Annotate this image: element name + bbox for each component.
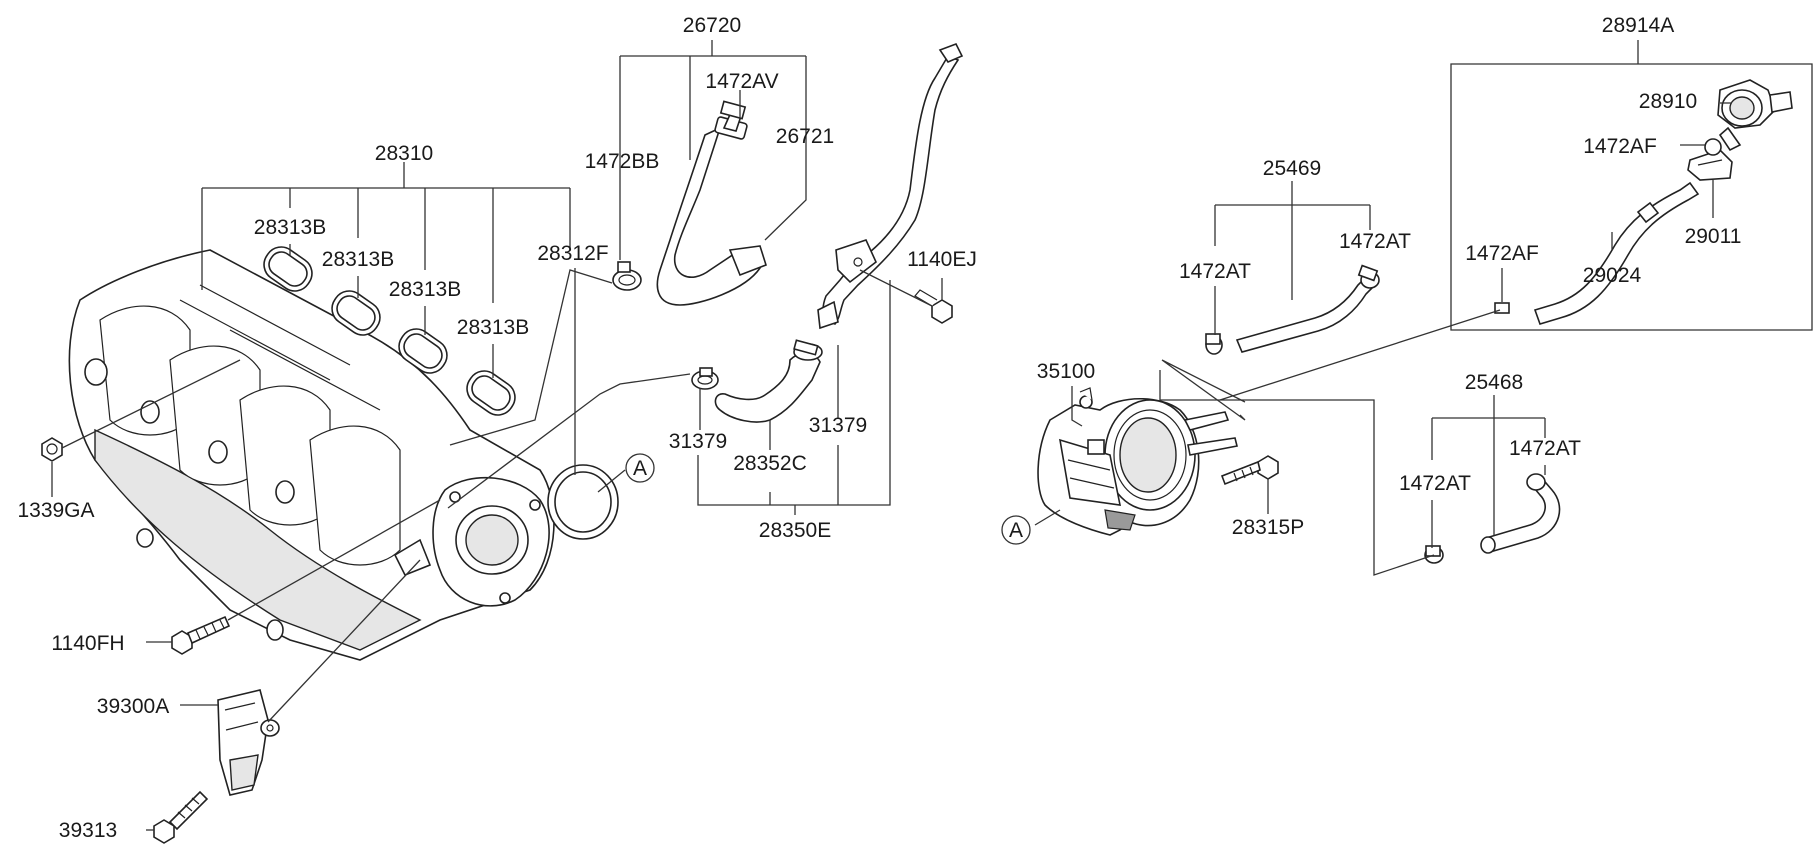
clamp-1472bb xyxy=(612,261,642,291)
label-1472af-1: 1472AF xyxy=(1583,135,1657,158)
label-1339ga: 1339GA xyxy=(17,499,94,522)
label-28914a: 28914A xyxy=(1602,14,1674,37)
label-1472at-4: 1472AT xyxy=(1509,437,1581,460)
label-1472at-2: 1472AT xyxy=(1339,230,1411,253)
label-28312f: 28312F xyxy=(537,242,608,265)
label-26721: 26721 xyxy=(776,125,834,148)
intake-manifold-drawing xyxy=(68,249,555,661)
label-28310: 28310 xyxy=(375,142,433,165)
label-26720: 26720 xyxy=(683,14,741,37)
ref-circle-a-manifold: A xyxy=(625,453,655,483)
label-28313b-3: 28313B xyxy=(389,278,461,301)
label-35100: 35100 xyxy=(1037,360,1095,383)
label-28313b-1: 28313B xyxy=(254,216,326,239)
label-28352c: 28352C xyxy=(733,452,807,475)
label-28313b-2: 28313B xyxy=(322,248,394,271)
hose-28352c xyxy=(691,339,823,423)
hose-25468 xyxy=(1424,473,1561,564)
label-31379-right: 31379 xyxy=(809,414,867,437)
label-28313b-4: 28313B xyxy=(457,316,529,339)
pcv-hose-26720 xyxy=(656,100,767,306)
label-28350e: 28350E xyxy=(759,519,831,542)
part-labels: 26720 1472AV 1472BB 26721 28310 28313B 2… xyxy=(17,14,1741,842)
label-1472av: 1472AV xyxy=(705,70,778,93)
bolt-39313 xyxy=(153,790,209,844)
label-28315p: 28315P xyxy=(1232,516,1304,539)
label-25469: 25469 xyxy=(1263,157,1321,180)
label-1472af-2: 1472AF xyxy=(1465,242,1539,265)
throttle-body-35100 xyxy=(1037,387,1238,536)
bolt-1140fh xyxy=(171,615,231,655)
label-28910: 28910 xyxy=(1639,90,1697,113)
label-1472at-3: 1472AT xyxy=(1399,472,1471,495)
bolt-28315p xyxy=(1220,455,1279,486)
nut-1339ga xyxy=(41,437,63,462)
label-39313: 39313 xyxy=(59,819,117,842)
ref-circle-a-throttle: A xyxy=(1001,515,1031,545)
gasket-drawings xyxy=(263,246,516,416)
hose-25469 xyxy=(1205,264,1380,355)
label-1140ej: 1140EJ xyxy=(907,248,977,271)
ref-a-manifold-label: A xyxy=(633,457,647,480)
map-sensor-39300a xyxy=(217,689,280,796)
throttle-gasket-ring xyxy=(547,464,619,540)
label-1472bb: 1472BB xyxy=(585,150,660,173)
hose-29024 xyxy=(1494,138,1722,325)
bolt-1140ej xyxy=(914,289,953,324)
label-1140fh: 1140FH xyxy=(51,632,124,655)
leader-lines xyxy=(51,40,1813,831)
label-39300a: 39300A xyxy=(97,695,169,718)
label-29024: 29024 xyxy=(1583,264,1642,287)
label-29011: 29011 xyxy=(1685,225,1742,248)
ref-a-throttle-label: A xyxy=(1009,519,1023,542)
label-31379-left: 31379 xyxy=(669,430,727,453)
label-25468: 25468 xyxy=(1465,371,1523,394)
label-1472at-1: 1472AT xyxy=(1179,260,1251,283)
purge-valve-28910 xyxy=(1717,79,1793,152)
